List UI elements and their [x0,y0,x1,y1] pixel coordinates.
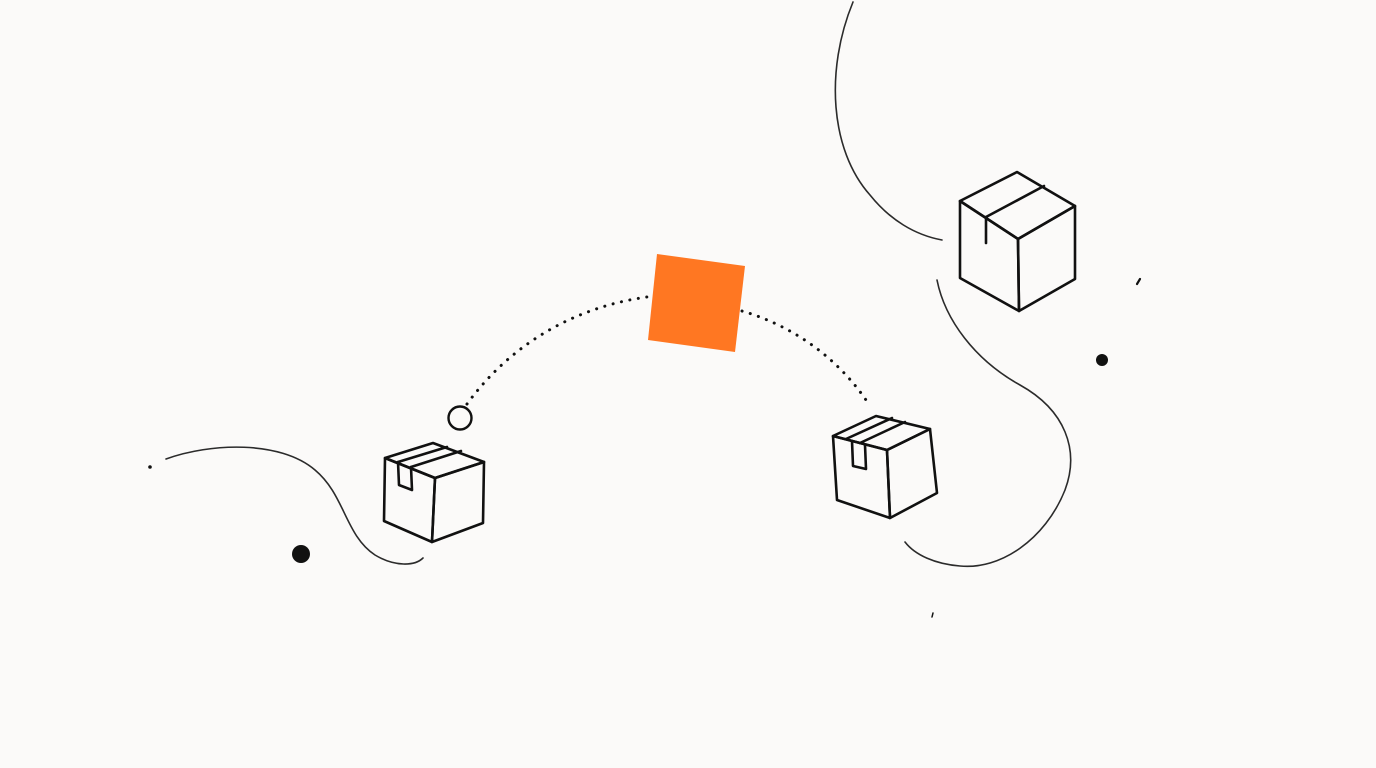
orange-square [648,254,745,352]
dotted-arc-left [465,294,657,406]
speck-right [1135,277,1142,286]
package-icon [831,414,939,520]
dot-left [292,545,310,563]
hollow-circle [447,405,473,431]
speck-bottom [931,612,934,618]
curve-right [904,279,1072,568]
package-icon [958,170,1077,313]
dotted-arc-right [740,309,868,402]
curve-left [165,446,424,565]
curve-top-right [834,1,943,241]
dot-right [1096,354,1108,366]
package-icon [382,441,486,544]
speck-left [148,465,152,469]
